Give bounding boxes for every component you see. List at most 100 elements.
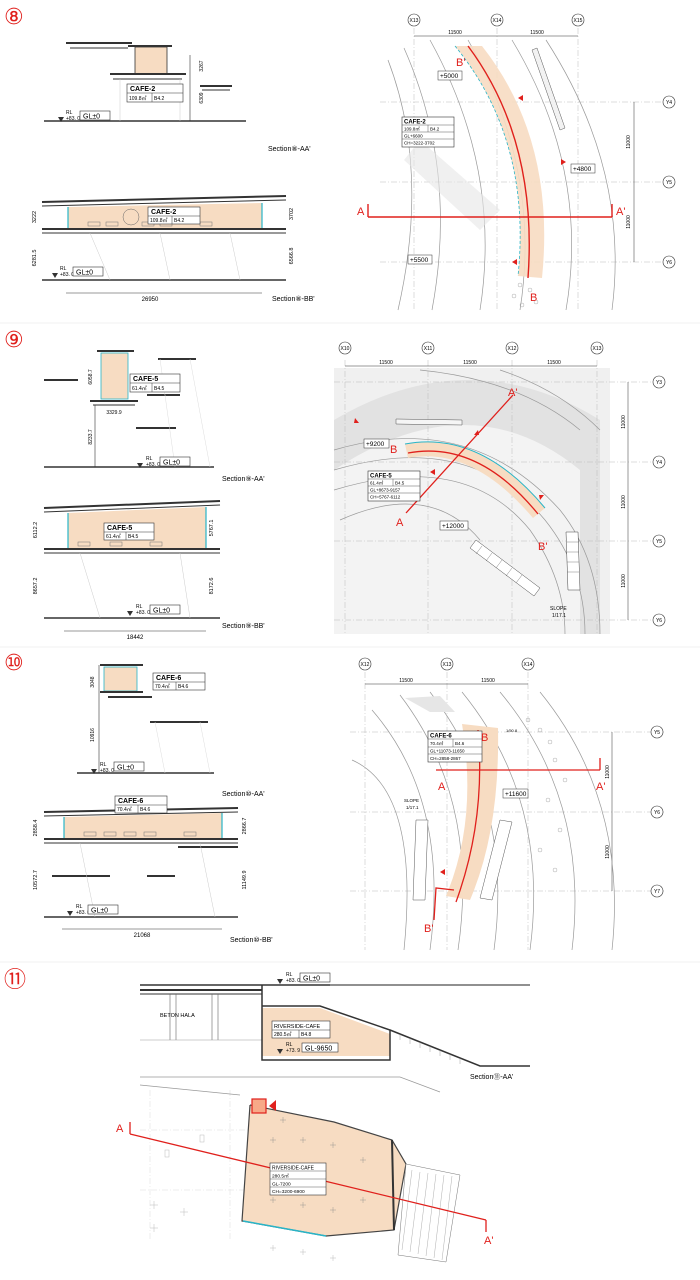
panel-11: ⑪ BETON HALA RL +83. 0 GL±0 RIVERSID xyxy=(4,967,530,1263)
plan-room-tag: RIVERSIDE-CAFE 280.5㎡ GL-7200 CH=3200-69… xyxy=(269,1162,327,1196)
ground-marker: RL +83. 0 GL±0 xyxy=(127,604,181,616)
slope-label: SLOPE 1/17.1 xyxy=(404,798,419,810)
svg-text:+83. 0: +83. 0 xyxy=(136,610,150,616)
svg-text:11000: 11000 xyxy=(605,845,611,859)
svg-text:A: A xyxy=(438,781,446,793)
svg-text:GL±0: GL±0 xyxy=(91,908,108,915)
svg-text:Y7: Y7 xyxy=(654,889,660,895)
svg-text:CH=3200-6900: CH=3200-6900 xyxy=(272,1189,305,1195)
svg-text:CH=5767-6112: CH=5767-6112 xyxy=(370,495,401,500)
svg-text:+11600: +11600 xyxy=(505,791,527,798)
svg-text:8233.7: 8233.7 xyxy=(88,429,94,445)
svg-text:+4800: +4800 xyxy=(573,166,592,173)
svg-text:+83. 0: +83. 0 xyxy=(100,768,114,774)
lower-ground-marker: RL +73. 9 GL-9650 xyxy=(277,1042,339,1054)
svg-text:8172.6: 8172.6 xyxy=(209,578,215,595)
svg-text:CAFE-5: CAFE-5 xyxy=(133,376,158,383)
section-aa-drawing xyxy=(44,350,214,468)
svg-text:+5000: +5000 xyxy=(440,73,459,80)
svg-text:RL: RL xyxy=(286,972,293,978)
svg-text:11500: 11500 xyxy=(463,360,477,366)
grid-x-labels: X12 X13 X14 11500 11500 xyxy=(358,657,535,684)
svg-text:Y4: Y4 xyxy=(656,460,662,466)
section-aa-drawing xyxy=(140,984,530,1067)
ground-marker: RL +83. 0 GL±0 xyxy=(52,266,104,278)
svg-text:A': A' xyxy=(508,387,517,399)
grid-y-labels: Y3 Y4 Y5 Y6 11000 11000 11000 xyxy=(621,375,666,627)
svg-text:11500: 11500 xyxy=(547,360,561,366)
room-tag: CAFE-5 61.4㎡ B4.5 xyxy=(129,373,181,393)
svg-text:11000: 11000 xyxy=(621,415,627,429)
svg-text:Y5: Y5 xyxy=(666,180,672,186)
svg-text:CH=2858-2867: CH=2858-2867 xyxy=(430,756,461,761)
room-tag: CAFE-6 70.4㎡ B4.6 xyxy=(114,795,168,814)
svg-text:21068: 21068 xyxy=(134,933,151,939)
svg-text:B4.6: B4.6 xyxy=(178,684,189,690)
svg-text:+83. 0: +83. 0 xyxy=(66,116,80,122)
svg-text:X15: X15 xyxy=(574,18,583,24)
svg-text:70.4㎡: 70.4㎡ xyxy=(430,740,444,746)
svg-text:CAFE-2: CAFE-2 xyxy=(404,120,426,126)
svg-text:RIVERSIDE-CAFE: RIVERSIDE-CAFE xyxy=(274,1024,320,1030)
svg-text:GL±0: GL±0 xyxy=(83,114,100,121)
svg-text:10572.7: 10572.7 xyxy=(33,870,39,890)
svg-text:+5500: +5500 xyxy=(410,257,429,264)
svg-text:B4.2: B4.2 xyxy=(430,127,440,132)
svg-text:CAFE-6: CAFE-6 xyxy=(430,734,452,740)
plan-drawing xyxy=(350,672,665,951)
svg-text:B: B xyxy=(390,444,397,456)
svg-text:GL+6600: GL+6600 xyxy=(404,134,423,139)
room-name: CAFE-2 xyxy=(130,86,155,93)
svg-text:8657.2: 8657.2 xyxy=(33,578,39,595)
svg-text:+83. 0: +83. 0 xyxy=(146,462,160,468)
room-area: 109.8㎡ xyxy=(129,95,147,102)
svg-text:X11: X11 xyxy=(424,346,433,352)
panel-number: ⑨ xyxy=(4,327,24,352)
svg-text:2858.4: 2858.4 xyxy=(33,820,39,837)
cut-marks: A A' B B' xyxy=(357,57,625,304)
section-bb-drawing xyxy=(43,807,239,930)
svg-text:X13: X13 xyxy=(443,662,452,668)
svg-text:6058.7: 6058.7 xyxy=(88,369,94,385)
svg-text:GL+11073-11650: GL+11073-11650 xyxy=(430,749,465,754)
svg-text:X14: X14 xyxy=(493,18,502,24)
svg-text:18442: 18442 xyxy=(127,635,144,641)
svg-text:CAFE-6: CAFE-6 xyxy=(118,798,143,805)
svg-text:CAFE-6: CAFE-6 xyxy=(156,675,181,682)
svg-text:CH=3222-3702: CH=3222-3702 xyxy=(404,141,435,146)
svg-text:B4.6: B4.6 xyxy=(455,741,465,746)
panel-number: ⑪ xyxy=(4,967,26,992)
svg-text:11500: 11500 xyxy=(379,360,393,366)
svg-text:Section⑩-BB': Section⑩-BB' xyxy=(230,936,273,944)
room-code: B4.2 xyxy=(154,96,165,102)
cut-marks: A A' B B' xyxy=(390,387,547,553)
svg-text:+83. 0: +83. 0 xyxy=(60,272,74,278)
dim-bb-right1: 3702 xyxy=(289,208,295,220)
svg-text:11149.9: 11149.9 xyxy=(242,870,248,889)
svg-text:11000: 11000 xyxy=(626,215,632,229)
cut-marks: A A' xyxy=(116,1123,493,1247)
svg-text:Section⑨-AA': Section⑨-AA' xyxy=(222,476,265,483)
svg-text:SLOPE: SLOPE xyxy=(550,606,567,612)
svg-text:GL-7200: GL-7200 xyxy=(272,1182,291,1188)
svg-text:SLOPE: SLOPE xyxy=(404,798,419,803)
svg-text:A': A' xyxy=(484,1235,493,1247)
dim-bb-left2: 6281.5 xyxy=(32,250,38,267)
svg-text:X13: X13 xyxy=(410,18,419,24)
svg-text:B4.5: B4.5 xyxy=(128,534,139,540)
level-tags: +9200 +12000 xyxy=(363,438,469,531)
svg-text:A: A xyxy=(396,517,404,529)
svg-text:A': A' xyxy=(616,206,625,218)
svg-text:X14: X14 xyxy=(524,662,533,668)
section-aa-drawing xyxy=(44,42,246,122)
svg-text:X13: X13 xyxy=(593,346,602,352)
dim-bb-left1: 3222 xyxy=(32,211,38,223)
svg-text:Section⑪-AA': Section⑪-AA' xyxy=(470,1073,513,1081)
panel-9: ⑨ 6058.7 8233.7 3329.9 CAFE-5 61.4㎡ B4.5… xyxy=(4,327,666,641)
plan-drawing xyxy=(367,28,662,311)
svg-text:11000: 11000 xyxy=(605,765,611,779)
ground-marker: RL +83. 0 GL±0 xyxy=(277,972,331,984)
room-tag: RIVERSIDE-CAFE 280.5㎡ B4.8 xyxy=(271,1020,331,1039)
svg-text:B: B xyxy=(481,732,488,744)
hall-label: BETON HALA xyxy=(160,1013,195,1019)
